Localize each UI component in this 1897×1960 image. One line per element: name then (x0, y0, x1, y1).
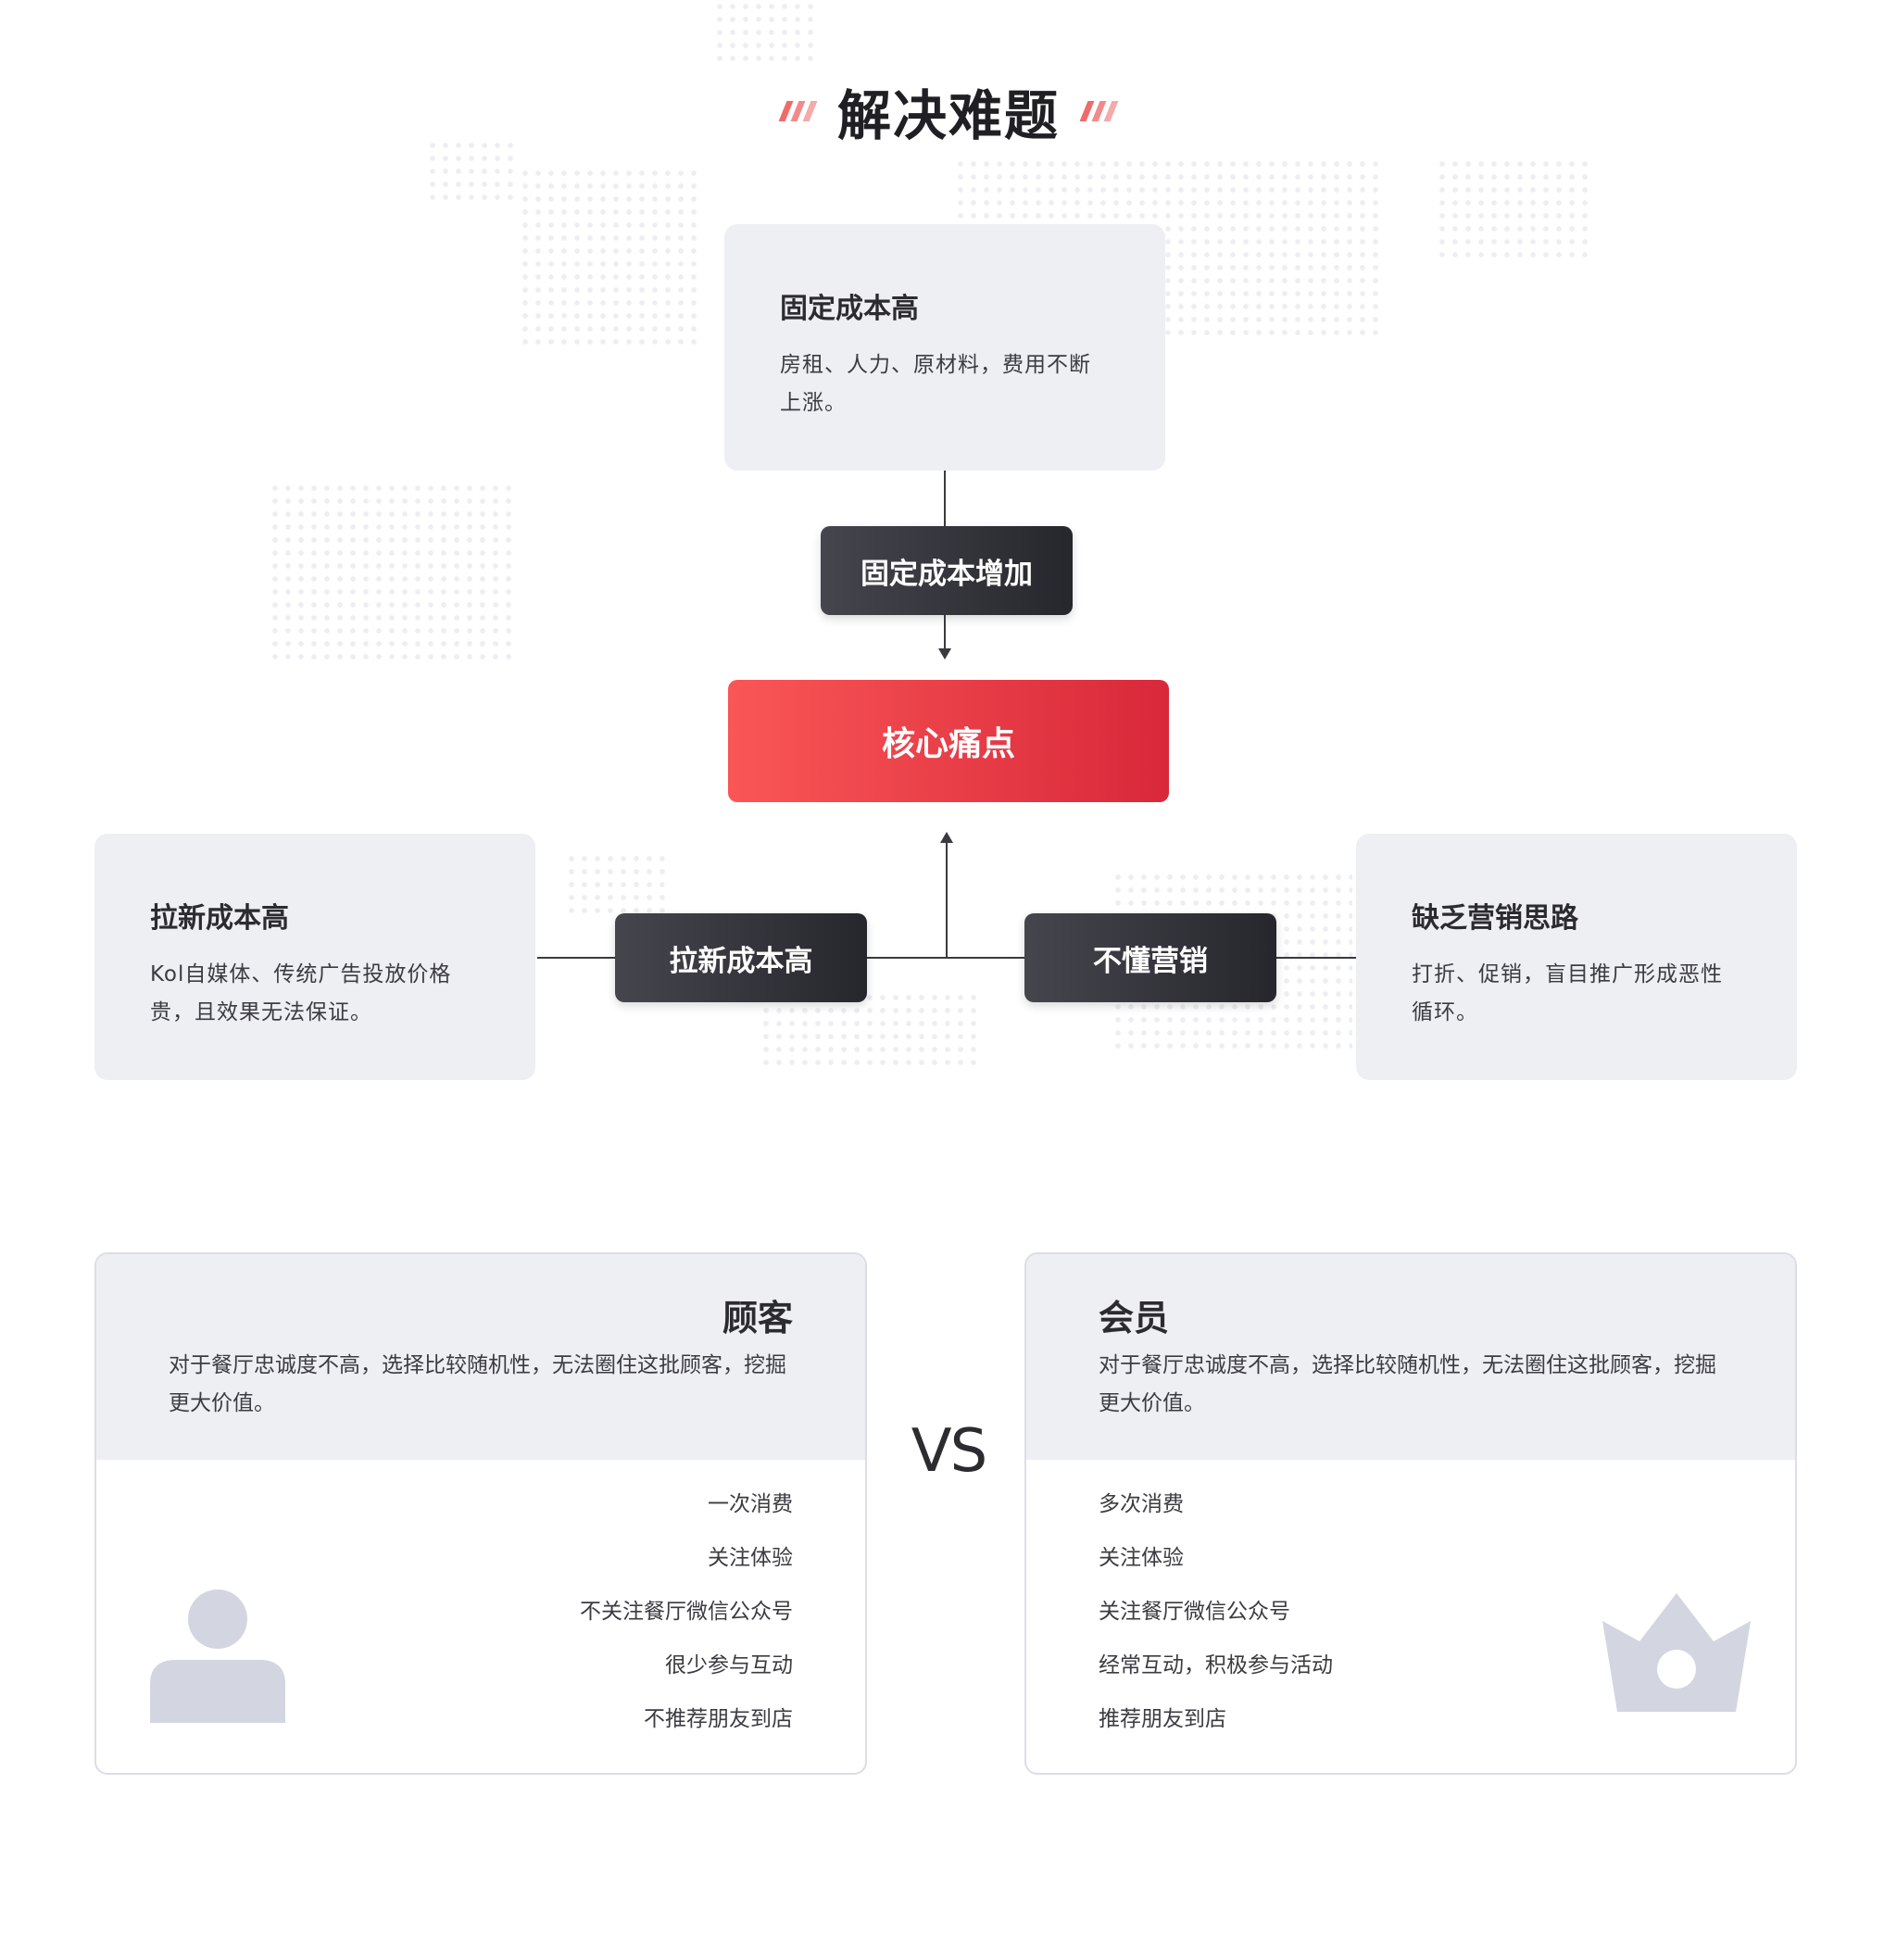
member-title: 会员 (1099, 1298, 1170, 1338)
fixed-cost-card-desc: 房租、人力、原材料，费用不断上涨。 (780, 353, 1091, 415)
customer-desc: 对于餐厅忠诚度不高，选择比较随机性，无法圈住这批顾客，挖掘更大价值。 (169, 1353, 786, 1415)
acquisition-cost-card-title: 拉新成本高 (150, 902, 289, 935)
page-title: 解决难题 (836, 84, 1060, 147)
connector-line (537, 957, 1356, 959)
list-item: 关注餐厅微信公众号 (1099, 1600, 1290, 1624)
marketing-idea-card-desc: 打折、促销，盲目推广形成恶性循环。 (1412, 962, 1723, 1024)
list-item: 推荐朋友到店 (1099, 1707, 1226, 1731)
list-item: 一次消费 (708, 1492, 793, 1516)
fixed-cost-increase-label: 固定成本增加 (821, 526, 1073, 615)
list-item: 经常互动，积极参与活动 (1099, 1653, 1333, 1677)
customer-panel: 顾客 对于餐厅忠诚度不高，选择比较随机性，无法圈住这批顾客，挖掘更大价值。 一次… (94, 1252, 867, 1775)
member-desc: 对于餐厅忠诚度不高，选择比较随机性，无法圈住这批顾客，挖掘更大价值。 (1099, 1353, 1716, 1415)
section-header: 解决难题 (0, 74, 1897, 148)
connector-line (944, 471, 946, 526)
arrow-up-icon (940, 832, 953, 843)
arrow-down-icon (938, 648, 951, 660)
member-panel: 会员 对于餐厅忠诚度不高，选择比较随机性，无法圈住这批顾客，挖掘更大价值。 多次… (1024, 1252, 1797, 1775)
decor-slashes-right (1079, 101, 1119, 121)
list-item: 多次消费 (1099, 1492, 1184, 1516)
list-item: 关注体验 (1099, 1546, 1184, 1570)
fixed-cost-card-title: 固定成本高 (780, 293, 919, 325)
member-traits: 多次消费 关注体验 关注餐厅微信公众号 经常互动，积极参与活动 推荐朋友到店 (1099, 1489, 1333, 1758)
customer-traits: 一次消费 关注体验 不关注餐厅微信公众号 很少参与互动 不推荐朋友到店 (580, 1489, 793, 1758)
list-item: 不关注餐厅微信公众号 (580, 1600, 793, 1624)
acquisition-cost-card-desc: Kol自媒体、传统广告投放价格贵，且效果无法保证。 (150, 962, 452, 1024)
world-map-dots (269, 482, 519, 667)
core-pain-point: 核心痛点 (728, 680, 1169, 802)
world-map-dots (1436, 157, 1593, 259)
connector-line (946, 841, 948, 958)
crown-icon (1602, 1593, 1751, 1712)
member-panel-header: 会员 对于餐厅忠诚度不高，选择比较随机性，无法圈住这批顾客，挖掘更大价值。 (1026, 1254, 1795, 1460)
list-item: 关注体验 (708, 1546, 793, 1570)
world-map-dots (760, 991, 982, 1065)
acquisition-cost-label: 拉新成本高 (615, 913, 867, 1002)
user-icon (150, 1589, 285, 1723)
list-item: 很少参与互动 (665, 1653, 793, 1677)
list-item: 不推荐朋友到店 (644, 1707, 793, 1731)
world-map-dots (713, 0, 815, 65)
acquisition-cost-card: 拉新成本高 Kol自媒体、传统广告投放价格贵，且效果无法保证。 (94, 834, 535, 1080)
world-map-dots (519, 167, 704, 352)
customer-panel-header: 顾客 对于餐厅忠诚度不高，选择比较随机性，无法圈住这批顾客，挖掘更大价值。 (96, 1254, 865, 1460)
versus-label: VS (911, 1417, 987, 1486)
marketing-idea-card: 缺乏营销思路 打折、促销，盲目推广形成恶性循环。 (1356, 834, 1797, 1080)
world-map-dots (426, 139, 519, 204)
marketing-idea-card-title: 缺乏营销思路 (1412, 902, 1578, 935)
customer-title: 顾客 (722, 1298, 793, 1338)
connector-line (944, 615, 946, 650)
decor-slashes-left (778, 101, 818, 121)
world-map-dots (565, 852, 667, 917)
fixed-cost-card: 固定成本高 房租、人力、原材料，费用不断上涨。 (724, 224, 1165, 471)
no-marketing-label: 不懂营销 (1024, 913, 1276, 1002)
